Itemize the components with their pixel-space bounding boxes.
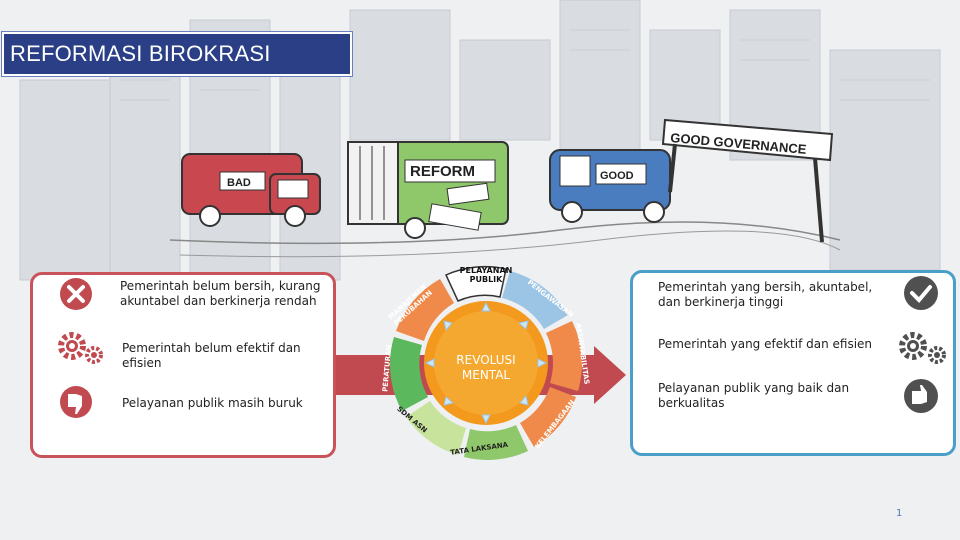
page-title: REFORMASI BIROKRASI [2, 32, 352, 76]
thumbs-down-icon [56, 384, 96, 420]
left-item-1: Pemerintah belum bersih, kurang akuntabe… [120, 279, 330, 309]
reform-illustration: BAD REFORM GOOD GOOD GOVERNANCE [170, 112, 850, 262]
bad-truck-label: BAD [227, 177, 251, 189]
wheel-segment-pelayanan-publik: PELAYANAN PUBLIK [448, 266, 524, 284]
bad-truck [182, 154, 320, 226]
wheel-center-label: REVOLUSI MENTAL [448, 353, 524, 383]
page-number: 1 [896, 508, 902, 519]
right-item-3: Pelayanan publik yang baik dan berkualit… [658, 381, 868, 411]
good-truck-label: GOOD [600, 170, 634, 182]
thumbs-up-icon [898, 378, 944, 414]
reform-truck-label: REFORM [410, 163, 475, 180]
good-truck [550, 150, 670, 222]
wheel-center-line2: MENTAL [448, 368, 524, 383]
right-item-2: Pemerintah yang efektif dan efisien [658, 337, 888, 352]
left-item-2: Pemerintah belum efektif dan efisien [122, 341, 322, 371]
gears-icon-right [895, 330, 949, 366]
gears-icon [56, 330, 106, 366]
reform-truck [348, 142, 508, 238]
left-item-3: Pelayanan publik masih buruk [122, 396, 322, 411]
x-circle-icon [56, 276, 96, 312]
wheel-center-line1: REVOLUSI [448, 353, 524, 368]
check-circle-icon [898, 275, 944, 311]
right-item-1: Pemerintah yang bersih, akuntabel, dan b… [658, 280, 878, 310]
